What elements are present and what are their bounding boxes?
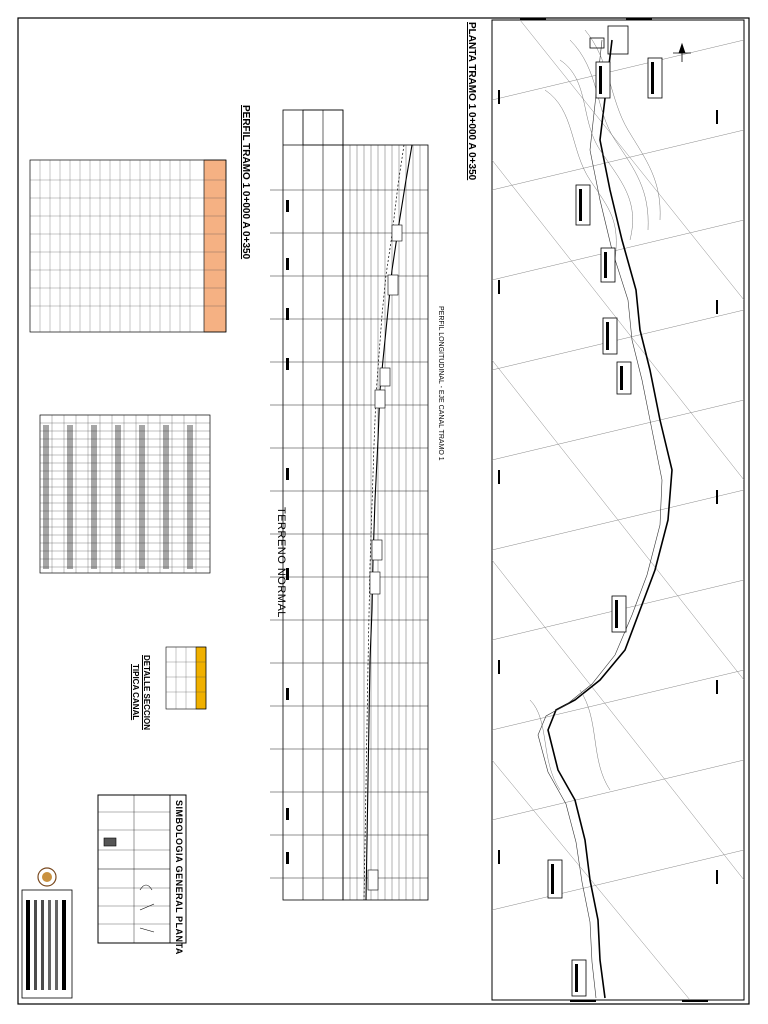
elements-table: [39, 414, 211, 574]
institution-seal-icon: [37, 867, 57, 887]
plan-callout: [575, 184, 591, 226]
plan-title: PLANTA TRAMO 1 0+000 A 0+350: [466, 22, 477, 181]
terrain-label: TERRENO NORMAL: [275, 507, 287, 618]
plan-callout: [647, 57, 663, 99]
plan-callout: [600, 247, 616, 283]
profile-heading: PERFIL LONGITUDINAL - EJE CANAL TRAMO 1: [437, 306, 444, 461]
plan-callout: [602, 317, 618, 355]
plan-view: [491, 18, 745, 1002]
plan-structure: [607, 25, 629, 55]
title-block: [21, 867, 73, 999]
legend-box: [97, 794, 187, 944]
plan-callout: [571, 959, 587, 997]
plan-callout: [595, 61, 611, 99]
north-arrow-icon: [673, 42, 691, 62]
plan-callout: [616, 361, 632, 395]
coordinates-table: [29, 159, 227, 333]
detail-title: DETALLE SECCION: [142, 655, 151, 730]
profile-band-frame: [282, 109, 344, 901]
longitudinal-profile: [270, 109, 429, 901]
legend-title: SIMBOLOGIA GENERAL PLANTA: [174, 800, 184, 955]
legend-symbol-icon: [103, 837, 155, 933]
sheet-border: [17, 17, 750, 1005]
plan-frame: [491, 19, 745, 1001]
detail-section-table: [165, 646, 207, 710]
profile-title: PERFIL TRAMO 1 0+000 A 0+350: [240, 105, 251, 260]
detail-subtitle: TIPICA CANAL: [131, 664, 140, 721]
plan-callout: [611, 595, 627, 633]
profile-grid: [342, 144, 429, 901]
plan-callout: [547, 859, 563, 899]
